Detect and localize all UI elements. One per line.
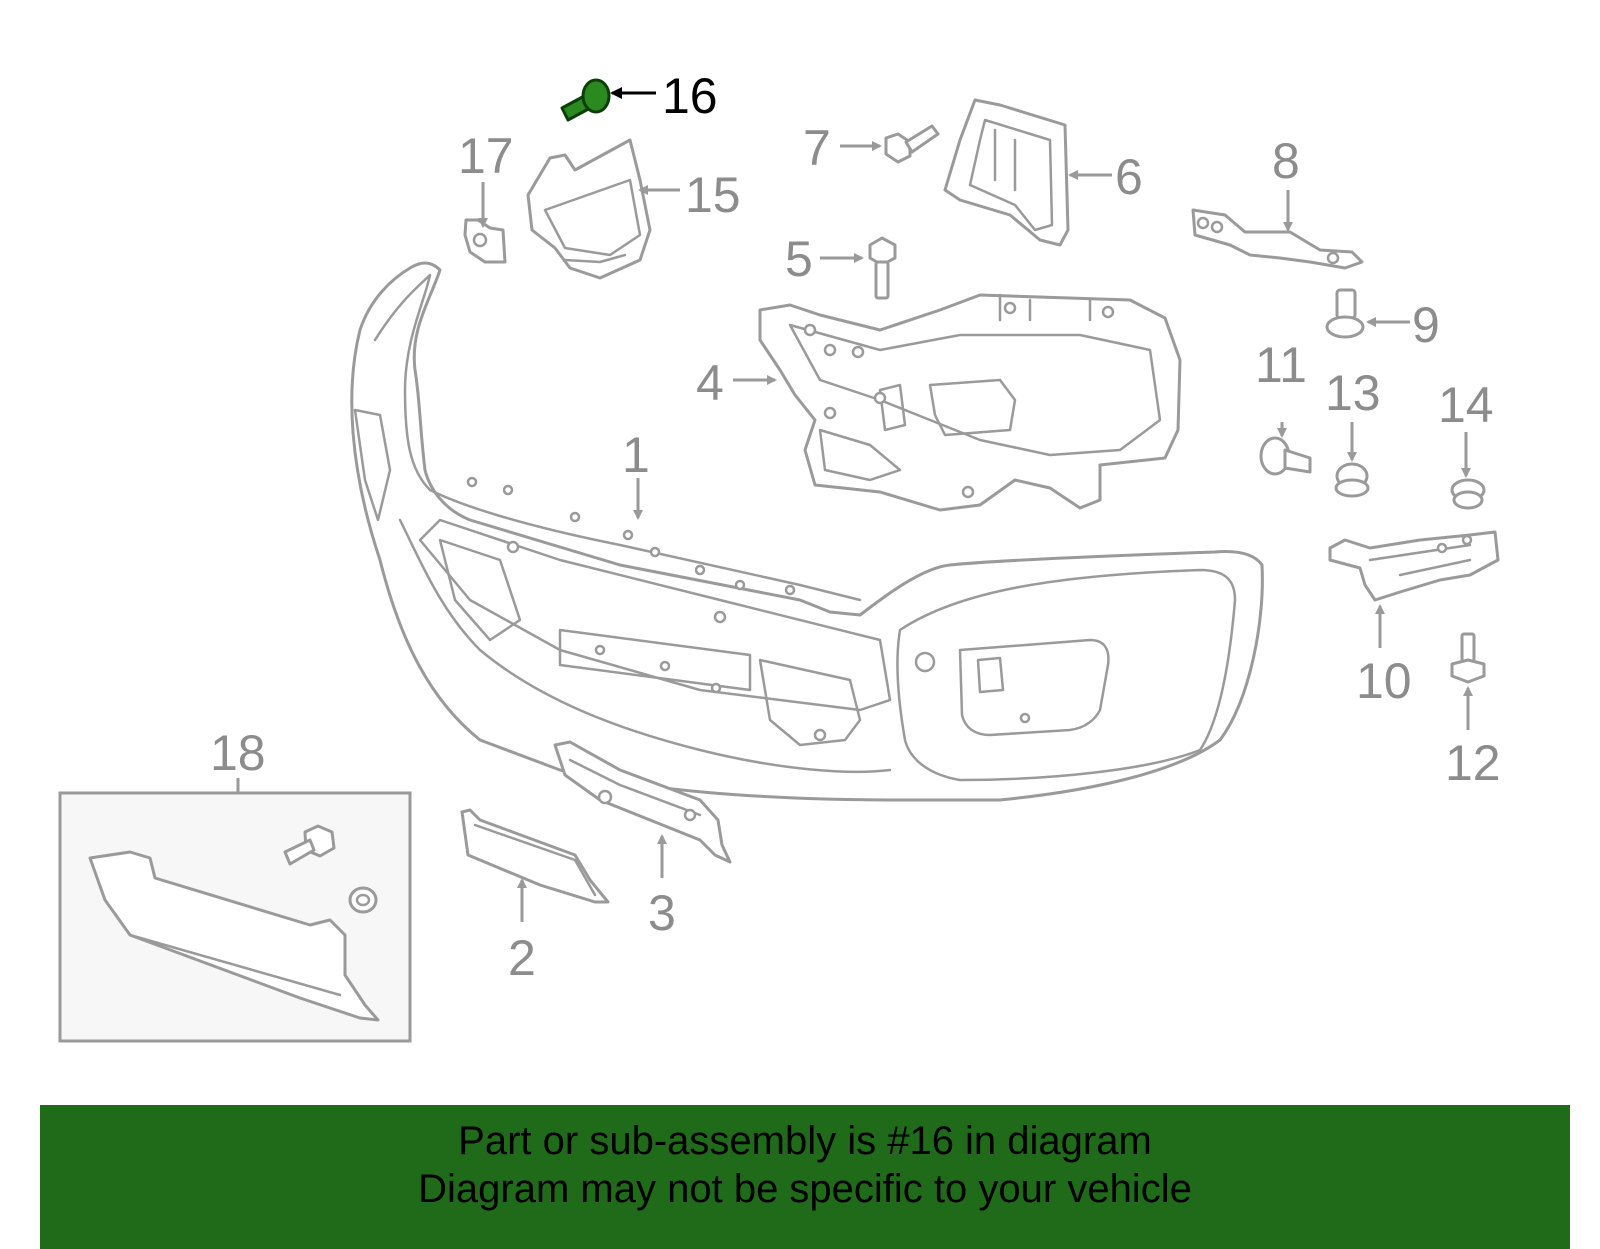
callout-9: 9 [1412,297,1440,353]
bolt-part-16 [560,78,611,122]
callout-5: 5 [785,231,813,287]
bracket-part-6 [943,98,1070,247]
reinforcement-part-4 [758,293,1182,512]
callout-12: 12 [1445,735,1501,791]
callout-10: 10 [1356,653,1412,709]
bracket-part-15 [526,138,652,280]
callout-11: 11 [1255,337,1307,393]
callout-3: 3 [648,885,676,941]
nut-part-14 [1450,478,1486,510]
leader-lines [236,87,1473,922]
callout-4: 4 [696,355,724,411]
kit-box-part-18 [58,791,412,1043]
callout-15: 15 [685,167,741,223]
pin-part-9 [1325,288,1365,339]
bolt-part-12 [1450,632,1486,684]
callout-16-highlighted: 16 [662,68,718,124]
grommet-part-13 [1334,462,1370,498]
callout-6: 6 [1115,149,1143,205]
bolt-part-5 [868,236,897,300]
clip-part-17 [463,218,507,264]
callout-2: 2 [508,930,536,986]
screw-part-11 [1259,436,1312,476]
callout-17: 17 [458,128,514,184]
bracket-part-10 [1328,530,1500,602]
callout-7: 7 [803,120,831,176]
bracket-part-2 [460,808,610,904]
bumper-part-1 [350,261,1264,802]
info-banner: Part or sub-assembly is #16 in diagram D… [40,1105,1570,1249]
strap-part-8 [1191,208,1364,270]
callout-8: 8 [1272,133,1300,189]
callout-1: 1 [622,427,650,483]
callout-13: 13 [1325,365,1381,421]
callout-labels: 1 2 3 4 5 6 7 8 9 10 11 12 13 14 15 16 1… [210,68,1501,986]
bracket-part-3 [553,740,732,864]
bolt-part-7 [884,124,940,164]
callout-14: 14 [1438,377,1494,433]
banner-line-2: Diagram may not be specific to your vehi… [418,1167,1192,1211]
banner-line-1: Part or sub-assembly is #16 in diagram [458,1119,1152,1163]
callout-18: 18 [210,725,266,781]
